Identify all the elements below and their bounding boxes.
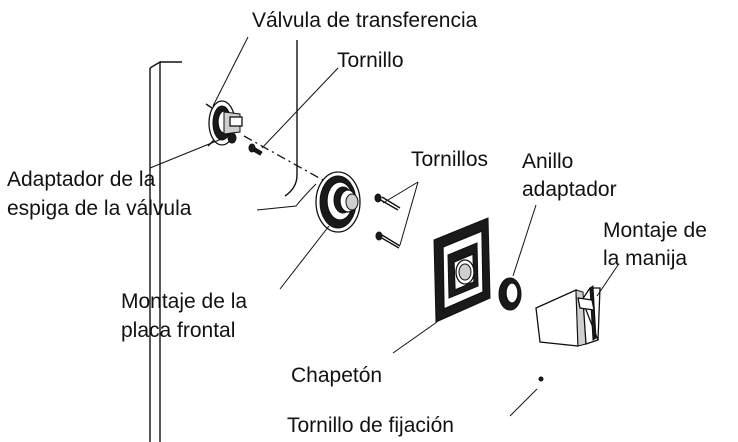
label-tornillos: Tornillos	[411, 148, 488, 171]
label-valvula-transferencia: Válvula de transferencia	[252, 9, 478, 32]
label-tornillo: Tornillo	[337, 49, 404, 72]
faceplate-assembly	[315, 171, 361, 233]
leader-lines	[149, 36, 619, 417]
adapter-ring	[498, 277, 522, 311]
set-screw	[538, 376, 544, 382]
screws	[374, 193, 401, 249]
assembly-axis	[243, 135, 331, 185]
wall	[149, 40, 298, 442]
label-tornillo-fijacion: Tornillo de fijación	[287, 414, 454, 437]
label-montaje-manija-1: Montaje de	[603, 219, 707, 242]
handle-assembly	[535, 285, 601, 347]
valve-stem-adapter	[227, 132, 237, 144]
label-chapeton: Chapetón	[291, 364, 382, 387]
transfer-valve	[205, 100, 243, 147]
label-placa-frontal-2: placa frontal	[121, 319, 235, 342]
escutcheon	[433, 217, 491, 323]
label-anillo-2: adaptador	[522, 178, 617, 201]
label-montaje-manija-2: la manija	[603, 247, 687, 270]
label-anillo-1: Anillo	[522, 150, 573, 173]
label-adaptador-2: espiga de la válvula	[7, 197, 192, 220]
label-adaptador-1: Adaptador de la	[7, 168, 156, 191]
screw	[248, 143, 263, 156]
label-placa-frontal-1: Montaje de la	[121, 290, 247, 313]
